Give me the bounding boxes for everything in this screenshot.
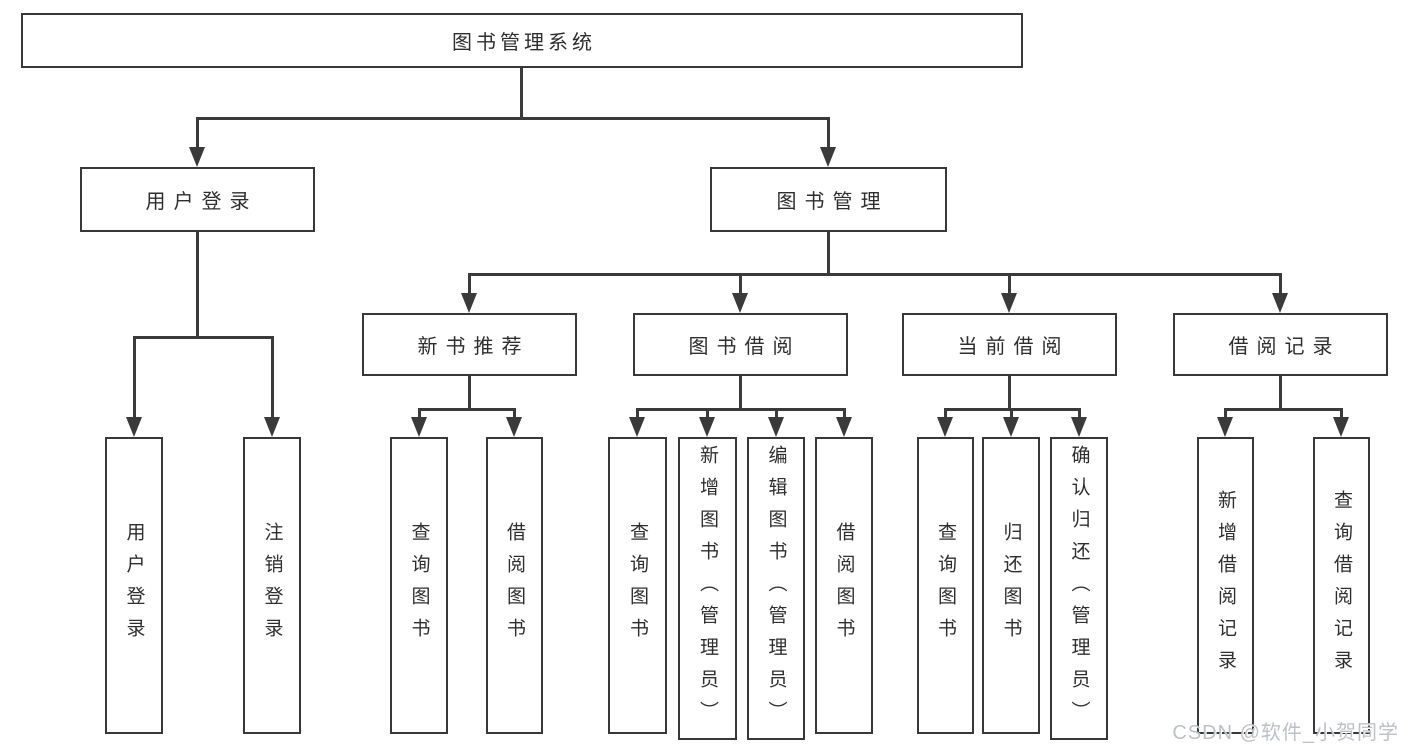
connector-line <box>418 408 516 411</box>
leaf-borrow-books-recommend: 借阅图书 <box>486 437 543 734</box>
connector-line <box>1010 408 1013 417</box>
connector-line <box>196 117 199 147</box>
leaf-query-books-recommend: 查询图书 <box>390 437 448 734</box>
connector-line <box>468 273 1282 276</box>
connector-line <box>196 117 830 120</box>
arrowhead-down-icon <box>1001 293 1017 313</box>
arrowhead-down-icon <box>506 417 522 437</box>
leaf-borrow-books: 借阅图书 <box>815 437 873 734</box>
connector-line <box>520 68 523 120</box>
connector-line <box>1078 408 1081 417</box>
leaf-return-books-label: 归还图书 <box>1000 521 1022 650</box>
connector-line <box>843 408 846 417</box>
leaf-query-borrow-record: 查询借阅记录 <box>1313 437 1370 734</box>
leaf-query-books-current: 查询图书 <box>917 437 974 734</box>
leaf-query-books-recommend-label: 查询图书 <box>408 521 430 650</box>
arrowhead-down-icon <box>189 147 205 167</box>
connector-line <box>944 408 947 417</box>
leaf-confirm-return-admin-label: 确认归还（管理员） <box>1068 444 1090 733</box>
connector-line <box>739 273 742 293</box>
connector-line <box>1279 273 1282 293</box>
connector-line <box>739 376 742 411</box>
leaf-add-borrow-record: 新增借阅记录 <box>1197 437 1254 734</box>
connector-line <box>133 336 274 339</box>
connector-line <box>1224 408 1343 411</box>
leaf-edit-books-admin-label: 编辑图书（管理员） <box>765 444 787 733</box>
csdn-watermark: CSDN @软件_小贺同学 <box>1172 722 1399 744</box>
node-new-book-recommendation: 新书推荐 <box>362 313 577 376</box>
arrowhead-down-icon <box>699 417 715 437</box>
node-current-borrowing: 当前借阅 <box>902 313 1117 376</box>
connector-line <box>418 408 421 417</box>
arrowhead-down-icon <box>126 417 142 437</box>
arrowhead-down-icon <box>732 293 748 313</box>
node-new-book-recommendation-label: 新书推荐 <box>417 336 530 358</box>
leaf-add-books-admin: 新增图书（管理员） <box>678 437 737 740</box>
leaf-query-books-borrowing-label: 查询图书 <box>627 521 648 650</box>
connector-line <box>827 232 830 276</box>
connector-line <box>1008 376 1011 411</box>
node-library-system-label: 图书管理系统 <box>452 32 596 54</box>
leaf-add-books-admin-label: 新增图书（管理员） <box>697 444 718 733</box>
arrowhead-down-icon <box>1003 417 1019 437</box>
arrowhead-down-icon <box>1217 417 1233 437</box>
node-book-borrowing-label: 图书借阅 <box>688 336 801 358</box>
leaf-query-books-current-label: 查询图书 <box>935 521 956 650</box>
node-user-login-label: 用户登录 <box>145 191 258 213</box>
node-borrowing-records: 借阅记录 <box>1173 313 1388 376</box>
connector-line <box>827 117 830 147</box>
leaf-query-books-borrowing: 查询图书 <box>608 437 667 734</box>
connector-line <box>1340 408 1343 417</box>
connector-line <box>468 376 471 411</box>
arrowhead-down-icon <box>836 417 852 437</box>
connector-line <box>775 408 778 417</box>
node-current-borrowing-label: 当前借阅 <box>957 336 1070 358</box>
node-library-system: 图书管理系统 <box>21 13 1023 68</box>
connector-line <box>636 408 639 417</box>
node-book-management-label: 图书管理 <box>776 191 889 213</box>
leaf-user-login: 用户登录 <box>105 437 163 734</box>
arrowhead-down-icon <box>629 417 645 437</box>
arrowhead-down-icon <box>1272 293 1288 313</box>
node-book-management: 图书管理 <box>710 167 947 232</box>
leaf-edit-books-admin: 编辑图书（管理员） <box>747 437 805 740</box>
arrowhead-down-icon <box>1333 417 1349 437</box>
arrowhead-down-icon <box>937 417 953 437</box>
connector-line <box>706 408 709 417</box>
connector-line <box>1279 376 1282 411</box>
arrowhead-down-icon <box>461 293 477 313</box>
arrowhead-down-icon <box>820 147 836 167</box>
arrowhead-down-icon <box>768 417 784 437</box>
arrowhead-down-icon <box>411 417 427 437</box>
leaf-query-borrow-record-label: 查询借阅记录 <box>1331 489 1352 682</box>
leaf-logout: 注销登录 <box>243 437 301 734</box>
connector-line <box>513 408 516 417</box>
leaf-borrow-books-recommend-label: 借阅图书 <box>504 521 525 650</box>
connector-line <box>1008 273 1011 293</box>
node-borrowing-records-label: 借阅记录 <box>1228 336 1341 358</box>
arrowhead-down-icon <box>1071 417 1087 437</box>
leaf-confirm-return-admin: 确认归还（管理员） <box>1050 437 1108 740</box>
connector-line <box>133 336 136 417</box>
node-book-borrowing: 图书借阅 <box>633 313 848 376</box>
leaf-return-books: 归还图书 <box>982 437 1040 734</box>
connector-line <box>271 336 274 417</box>
leaf-add-borrow-record-label: 新增借阅记录 <box>1215 489 1236 682</box>
connector-line <box>1224 408 1227 417</box>
leaf-logout-label: 注销登录 <box>261 521 283 650</box>
connector-line <box>196 232 199 338</box>
connector-line <box>636 408 846 411</box>
connector-line <box>468 273 471 293</box>
leaf-borrow-books-label: 借阅图书 <box>833 521 855 650</box>
node-user-login: 用户登录 <box>80 167 315 232</box>
arrowhead-down-icon <box>264 417 280 437</box>
leaf-user-login-label: 用户登录 <box>123 521 145 650</box>
